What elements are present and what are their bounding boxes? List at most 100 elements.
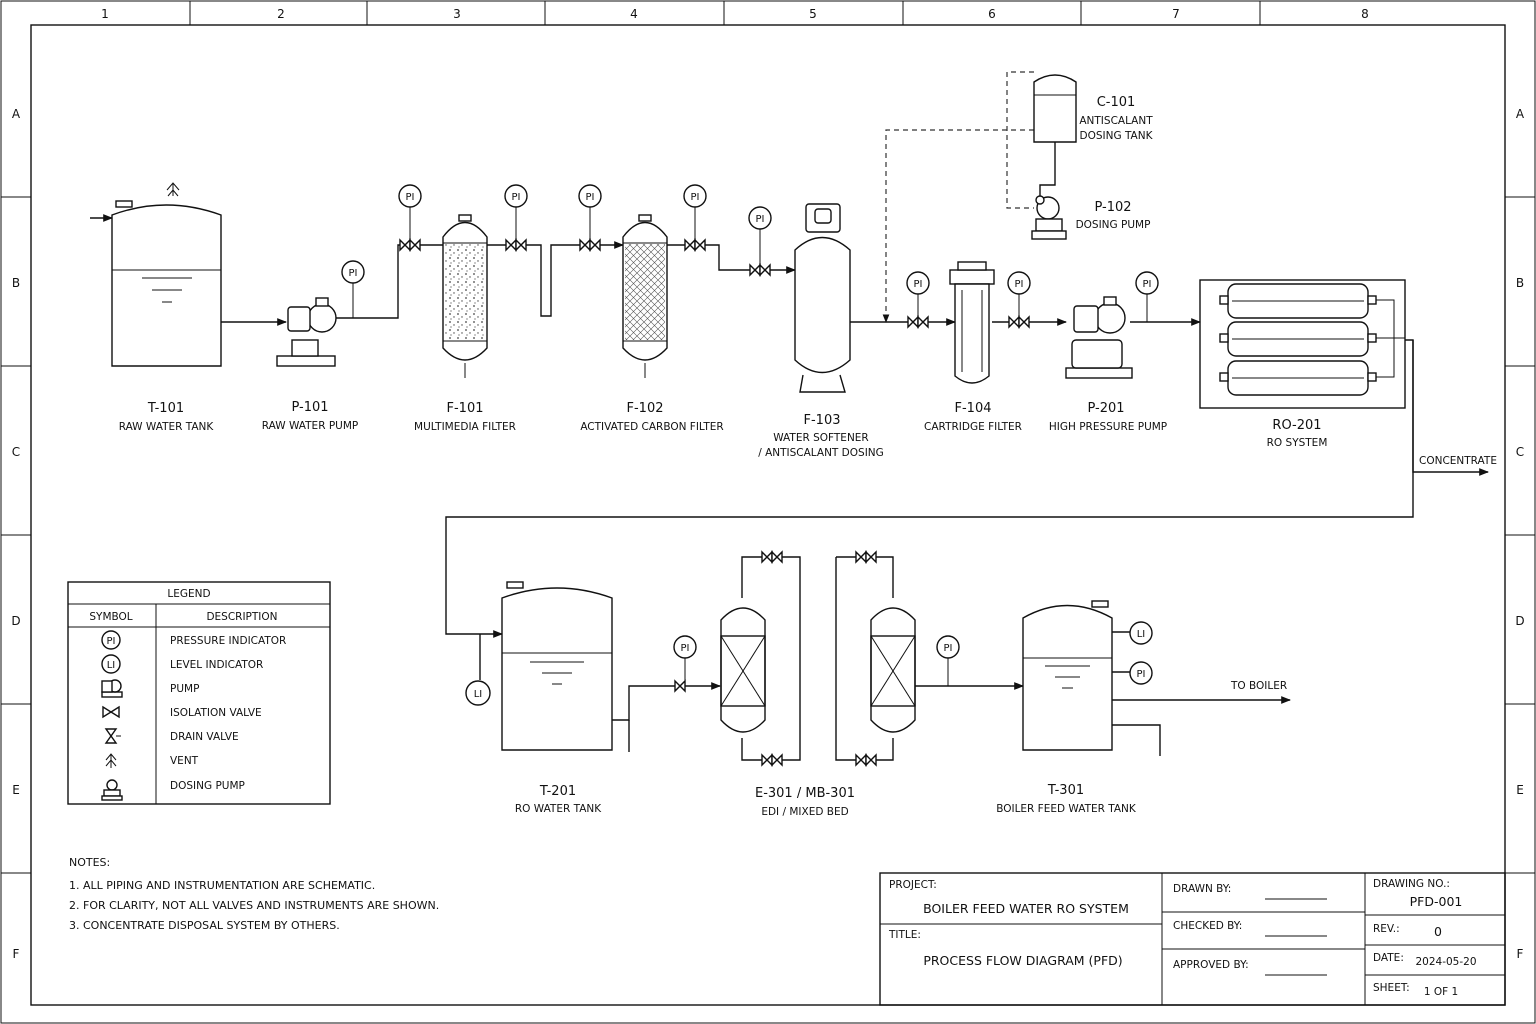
grid-col-7: 7	[1172, 7, 1180, 21]
grid-col-3: 3	[453, 7, 461, 21]
f101-tag: F-101	[447, 401, 484, 416]
legend-col-symbol: SYMBOL	[89, 611, 132, 623]
legend-item-drain-valve: DRAIN VALVE	[170, 731, 239, 743]
pressure-indicators: PI PI PI PI PI PI PI PI PI PI PI PI	[341, 184, 1159, 686]
raw-water-pump-p101[interactable]	[276, 297, 337, 367]
svg-text:LI: LI	[107, 660, 116, 671]
mixed-bed-mb301[interactable]	[870, 607, 916, 733]
svg-text:PI: PI	[406, 192, 415, 203]
p201-desc: HIGH PRESSURE PUMP	[1049, 421, 1167, 433]
t301-tag: T-301	[1047, 783, 1084, 798]
ro-system-ro201[interactable]	[1199, 279, 1406, 409]
drawing-no-label: DRAWING NO.:	[1373, 878, 1450, 890]
checked-by-label: CHECKED BY:	[1173, 920, 1242, 932]
e301-tag: E-301 / MB-301	[755, 786, 855, 801]
p101-tag: P-101	[291, 400, 328, 415]
drawn-by-label: DRAWN BY:	[1173, 883, 1231, 895]
grid-col-8: 8	[1361, 7, 1369, 21]
grid-col-6: 6	[988, 7, 996, 21]
grid-row-c-right: C	[1516, 445, 1524, 459]
water-softener-f103[interactable]	[794, 203, 851, 393]
legend: LEGEND SYMBOL DESCRIPTION PI PRESSURE IN…	[67, 581, 331, 805]
grid-row-d-left: D	[11, 614, 20, 628]
grid-row-b-right: B	[1516, 276, 1524, 290]
title-block: PROJECT: BOILER FEED WATER RO SYSTEM TIT…	[879, 872, 1506, 1006]
p102-desc: DOSING PUMP	[1076, 219, 1151, 231]
dosing-pump-icon	[101, 779, 123, 801]
legend-item-pi: PRESSURE INDICATOR	[170, 635, 286, 647]
drawing-title: PROCESS FLOW DIAGRAM (PFD)	[923, 953, 1122, 968]
project-name: BOILER FEED WATER RO SYSTEM	[923, 901, 1129, 916]
antiscalant-dosing-tank-c101[interactable]	[1033, 74, 1077, 143]
grid-col-5: 5	[809, 7, 817, 21]
ro201-desc: RO SYSTEM	[1267, 437, 1328, 449]
to-boiler-label: TO BOILER	[1230, 680, 1287, 692]
sheet-value: 1 OF 1	[1424, 986, 1458, 998]
t101-desc: RAW WATER TANK	[119, 421, 215, 433]
grid-row-e-left: E	[12, 783, 20, 797]
svg-text:PI: PI	[586, 192, 595, 203]
t201-desc: RO WATER TANK	[515, 803, 602, 815]
note-1: 1. ALL PIPING AND INSTRUMENTATION ARE SC…	[69, 879, 375, 892]
f103-tag: F-103	[804, 413, 841, 428]
f104-desc: CARTRIDGE FILTER	[924, 421, 1022, 433]
equipment-labels: T-101 RAW WATER TANK P-101 RAW WATER PUM…	[119, 95, 1497, 818]
legend-item-isolation-valve: ISOLATION VALVE	[170, 707, 262, 719]
rev-value: 0	[1434, 924, 1442, 939]
sheet-label: SHEET:	[1373, 982, 1410, 994]
concentrate-label: CONCENTRATE	[1419, 455, 1497, 467]
grid-row-b-left: B	[12, 276, 20, 290]
ro-water-tank-t201[interactable]	[501, 581, 613, 751]
svg-text:PI: PI	[1143, 279, 1152, 290]
ro201-tag: RO-201	[1272, 418, 1321, 433]
c101-desc-1: ANTISCALANT	[1079, 115, 1153, 127]
grid-row-c-left: C	[12, 445, 20, 459]
note-3: 3. CONCENTRATE DISPOSAL SYSTEM BY OTHERS…	[69, 919, 340, 932]
svg-text:PI: PI	[1137, 669, 1146, 680]
svg-text:LI: LI	[474, 689, 483, 700]
pump-icon	[101, 679, 123, 698]
high-pressure-pump-p201[interactable]	[1065, 296, 1133, 379]
edi-unit-e301[interactable]	[720, 607, 766, 733]
f102-tag: F-102	[627, 401, 664, 416]
svg-text:PI: PI	[1015, 279, 1024, 290]
legend-item-pump: PUMP	[170, 683, 199, 695]
svg-text:PI: PI	[681, 643, 690, 654]
title-label: TITLE:	[888, 929, 921, 941]
t201-tag: T-201	[539, 784, 576, 799]
dosing-pump-p102[interactable]	[1031, 195, 1067, 240]
f102-desc: ACTIVATED CARBON FILTER	[580, 421, 723, 433]
svg-text:PI: PI	[914, 279, 923, 290]
level-indicators: LI LI	[465, 621, 1153, 706]
boiler-feed-water-tank-t301[interactable]	[1022, 600, 1113, 751]
approved-by-label: APPROVED BY:	[1173, 959, 1249, 971]
svg-text:PI: PI	[691, 192, 700, 203]
grid-row-a-left: A	[12, 107, 21, 121]
svg-text:PI: PI	[756, 214, 765, 225]
raw-water-tank-t101[interactable]	[111, 200, 222, 367]
grid-row-f-left: F	[13, 947, 20, 961]
grid-col-1: 1	[101, 7, 109, 21]
f103-desc-2: / ANTISCALANT DOSING	[758, 447, 884, 459]
isolation-valve-icon	[102, 705, 120, 719]
grid-col-4: 4	[630, 7, 638, 21]
drawing-no: PFD-001	[1410, 894, 1463, 909]
legend-item-vent: VENT	[170, 755, 199, 767]
grid-row-d-right: D	[1515, 614, 1524, 628]
svg-text:PI: PI	[349, 268, 358, 279]
c101-desc-2: DOSING TANK	[1080, 130, 1154, 142]
e301-desc: EDI / MIXED BED	[761, 806, 848, 818]
p201-tag: P-201	[1087, 401, 1124, 416]
multimedia-filter-f101[interactable]	[442, 214, 488, 378]
activated-carbon-filter-f102[interactable]	[622, 214, 668, 378]
vent-icon	[166, 182, 180, 197]
grid-row-a-right: A	[1516, 107, 1525, 121]
note-2: 2. FOR CLARITY, NOT ALL VALVES AND INSTR…	[69, 899, 439, 912]
cartridge-filter-f104[interactable]	[949, 261, 995, 384]
grid-col-2: 2	[277, 7, 285, 21]
svg-text:LI: LI	[1137, 629, 1146, 640]
legend-item-dosing-pump: DOSING PUMP	[170, 780, 245, 792]
grid-row-e-right: E	[1516, 783, 1524, 797]
date-value: 2024-05-20	[1415, 956, 1476, 968]
